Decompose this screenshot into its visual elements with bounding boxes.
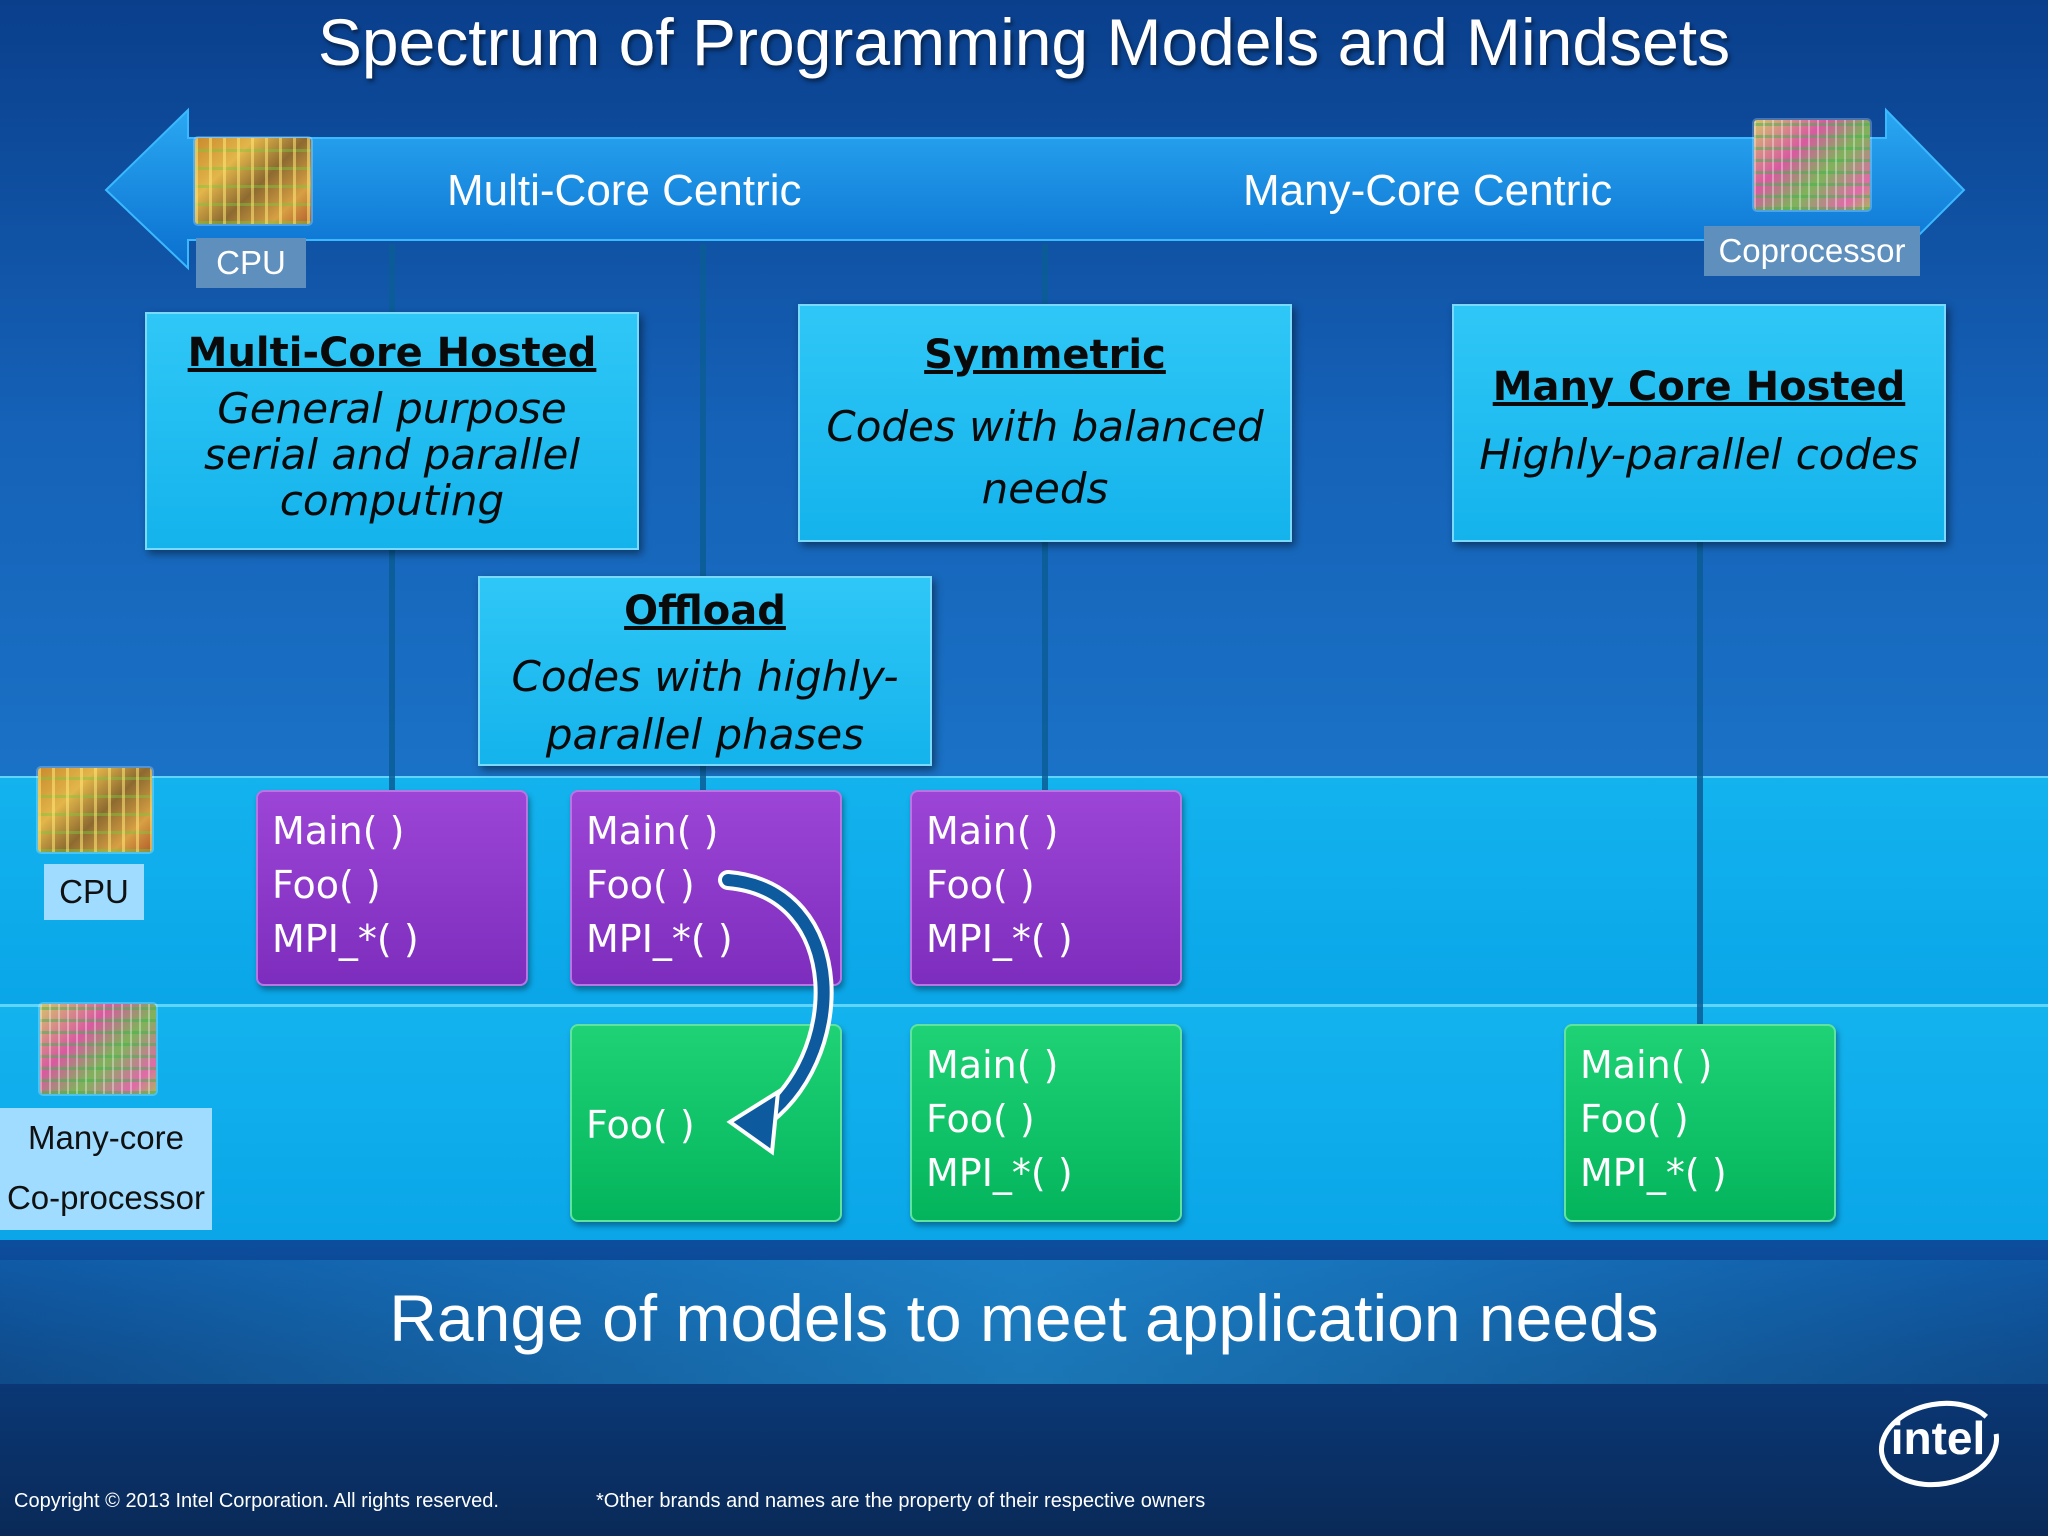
slide-title: Spectrum of Programming Models and Minds…	[317, 5, 1731, 79]
code-line: Main( )	[1580, 1043, 1713, 1087]
spectrum-cpu-tag: CPU	[196, 238, 306, 288]
model-desc: needs	[981, 464, 1109, 513]
code-line: Foo( )	[926, 1097, 1035, 1141]
code-line: MPI_*( )	[586, 917, 733, 961]
model-desc: serial and parallel	[203, 430, 581, 479]
coprocessor-chip-icon	[1754, 120, 1870, 210]
coprocessor-lane-tag: Many-core Co-processor	[0, 1108, 212, 1230]
code-line: Foo( )	[586, 863, 695, 907]
model-box-offload: Offload Codes with highly- parallel phas…	[478, 576, 932, 766]
model-box-multi-core-hosted: Multi-Core Hosted General purpose serial…	[145, 312, 639, 550]
code-line: MPI_*( )	[1580, 1151, 1727, 1195]
tagline: Range of models to meet application need…	[389, 1281, 1659, 1355]
model-box-many-core-hosted: Many Core Hosted Highly-parallel codes	[1452, 304, 1946, 542]
logo-text: intel	[1891, 1412, 1986, 1464]
model-title: Many Core Hosted	[1492, 364, 1906, 410]
model-desc: computing	[279, 476, 505, 525]
code-line: Foo( )	[926, 863, 1035, 907]
code-line: Main( )	[586, 809, 719, 853]
connector-line-offload	[700, 244, 706, 792]
model-title: Symmetric	[924, 332, 1166, 378]
coprocessor-lane-tag-line: Co-processor	[6, 1179, 206, 1216]
offload-arrow-icon	[718, 870, 834, 1156]
coprocessor-lane-tag-line: Many-core	[28, 1119, 184, 1156]
spectrum-arrow	[104, 107, 1966, 271]
spectrum-arrow-body	[104, 107, 1966, 271]
code-line: MPI_*( )	[926, 917, 1073, 961]
tagline-band	[0, 1260, 2048, 1384]
model-title: Multi-Core Hosted	[187, 330, 597, 376]
cpu-code-box-offload: Main( ) Foo( ) MPI_*( )	[570, 790, 842, 986]
cpu-lane-chip-icon	[38, 768, 152, 852]
model-desc: Codes with highly-	[511, 652, 899, 701]
mic-code-box-symmetric: Main( ) Foo( ) MPI_*( )	[910, 1024, 1182, 1222]
model-desc: General purpose	[217, 384, 567, 433]
coprocessor-lane-chip-icon	[40, 1004, 156, 1094]
cpu-lane-tag: CPU	[44, 864, 144, 920]
code-line: Main( )	[926, 1043, 1059, 1087]
model-desc: Codes with balanced	[826, 402, 1264, 451]
mic-code-box-many-core: Main( ) Foo( ) MPI_*( )	[1564, 1024, 1836, 1222]
spectrum-coprocessor-tag: Coprocessor	[1704, 226, 1920, 276]
multi-core-centric-label: Multi-Core Centric	[447, 166, 802, 215]
code-line: Main( )	[272, 809, 405, 853]
cpu-code-box-symmetric: Main( ) Foo( ) MPI_*( )	[910, 790, 1182, 986]
model-title: Offload	[624, 588, 786, 634]
intel-logo-icon: intel	[1878, 1400, 2000, 1488]
code-line: MPI_*( )	[272, 917, 419, 961]
code-line: Foo( )	[1580, 1097, 1689, 1141]
model-desc: Highly-parallel codes	[1479, 430, 1919, 479]
model-box-symmetric: Symmetric Codes with balanced needs	[798, 304, 1292, 542]
code-line: MPI_*( )	[926, 1151, 1073, 1195]
code-line: Main( )	[926, 809, 1059, 853]
copyright-text: Copyright © 2013 Intel Corporation. All …	[14, 1490, 499, 1512]
cpu-chip-icon	[195, 138, 311, 224]
code-line: Foo( )	[586, 1103, 695, 1147]
mic-code-box-offload: Foo( )	[570, 1024, 842, 1222]
many-core-centric-label: Many-Core Centric	[1243, 166, 1613, 215]
cpu-code-box-multicore: Main( ) Foo( ) MPI_*( )	[256, 790, 528, 986]
trademark-text: *Other brands and names are the property…	[596, 1490, 1206, 1512]
connector-line-manycore	[1697, 536, 1703, 1026]
model-desc: parallel phases	[545, 710, 865, 759]
code-line: Foo( )	[272, 863, 381, 907]
